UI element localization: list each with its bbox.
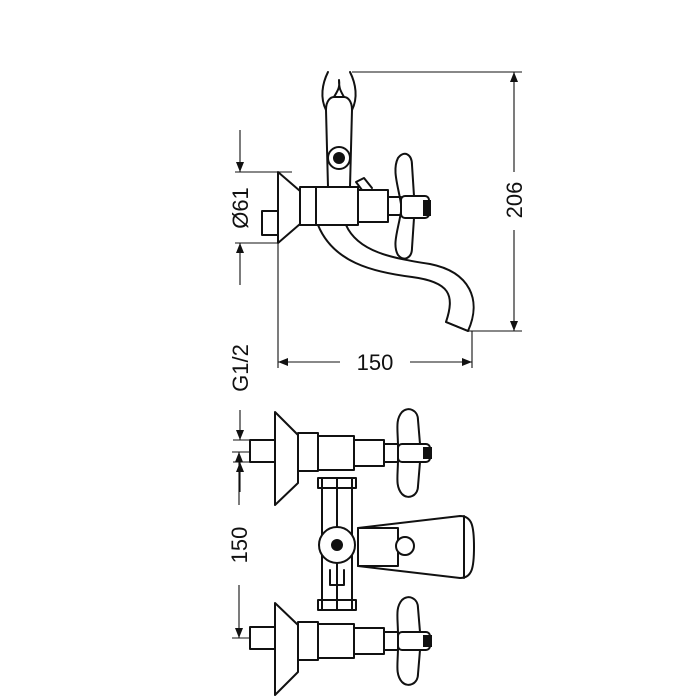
height-label: 206 [502, 182, 527, 219]
diameter-label: Ø61 [228, 187, 253, 229]
spacing-dimension: 150 [227, 451, 252, 639]
width-label: 150 [357, 350, 394, 375]
thread-label: G1/2 [228, 344, 253, 392]
front-view [249, 408, 475, 696]
width-dimension: 150 [277, 243, 473, 375]
height-dimension: 206 [352, 71, 527, 332]
diameter-dimension: Ø61 [228, 130, 292, 285]
side-view [261, 71, 475, 332]
spacing-label: 150 [227, 527, 252, 564]
thread-dimension: G1/2 [228, 344, 253, 492]
